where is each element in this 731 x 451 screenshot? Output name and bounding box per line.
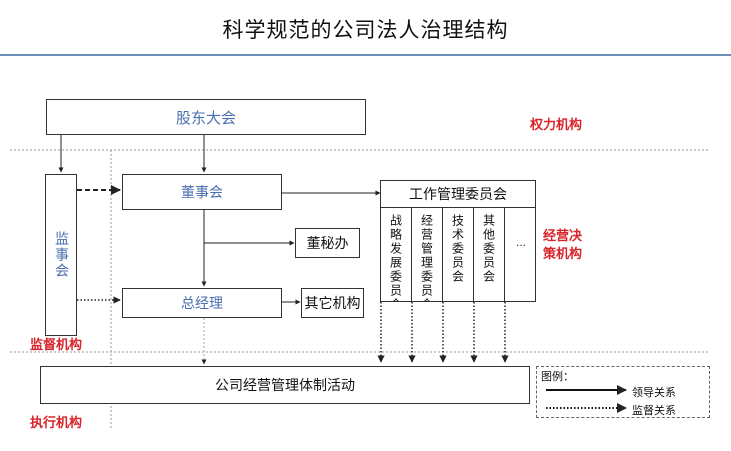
committee-item-label: 经营管理委员会 xyxy=(419,214,434,302)
committee-item-more: … xyxy=(505,208,535,301)
zone-label-supervision: 监督机构 xyxy=(30,338,83,353)
committee-item-label: 技术委员会 xyxy=(450,214,465,284)
zone-label-execution: 执行机构 xyxy=(30,416,83,431)
operations-node: 公司经营管理体制活动 xyxy=(40,366,530,404)
legend-supervision-label: 监督关系 xyxy=(632,404,676,417)
committee-item-label: 战略发展委员会 xyxy=(388,214,403,302)
other-orgs-node: 其它机构 xyxy=(301,288,364,318)
committee-subgroup: 战略发展委员会 经营管理委员会 技术委员会 其他委员会 … xyxy=(380,208,536,302)
general-manager-node: 总经理 xyxy=(122,288,282,318)
supervisory-label: 监事会 xyxy=(53,231,69,279)
board-node: 董事会 xyxy=(122,174,282,210)
legend-leadership-label: 领导关系 xyxy=(632,386,676,399)
committee-item-other: 其他委员会 xyxy=(474,208,505,301)
committee-item-label: … xyxy=(515,238,527,251)
zone-label-decision: 经营决 策机构 xyxy=(543,228,582,264)
zone-label-decision-line1: 经营决 xyxy=(543,229,583,244)
legend-title: 图例： xyxy=(541,370,574,383)
page-title: 科学规范的公司法人治理结构 xyxy=(222,18,509,42)
title-divider xyxy=(0,54,731,56)
committee-item-operations: 经营管理委员会 xyxy=(412,208,443,302)
shareholders-node: 股东大会 xyxy=(46,99,366,135)
zone-label-decision-line2: 策机构 xyxy=(543,247,583,262)
zone-label-power: 权力机构 xyxy=(530,118,583,133)
legend-box xyxy=(536,366,710,418)
supervisory-node: 监事会 xyxy=(45,174,77,336)
committee-item-technology: 技术委员会 xyxy=(443,208,474,301)
committee-item-strategy: 战略发展委员会 xyxy=(381,208,412,302)
board-secretary-node: 董秘办 xyxy=(295,228,360,258)
committee-item-label: 其他委员会 xyxy=(481,214,496,284)
committee-node: 工作管理委员会 xyxy=(380,180,536,208)
